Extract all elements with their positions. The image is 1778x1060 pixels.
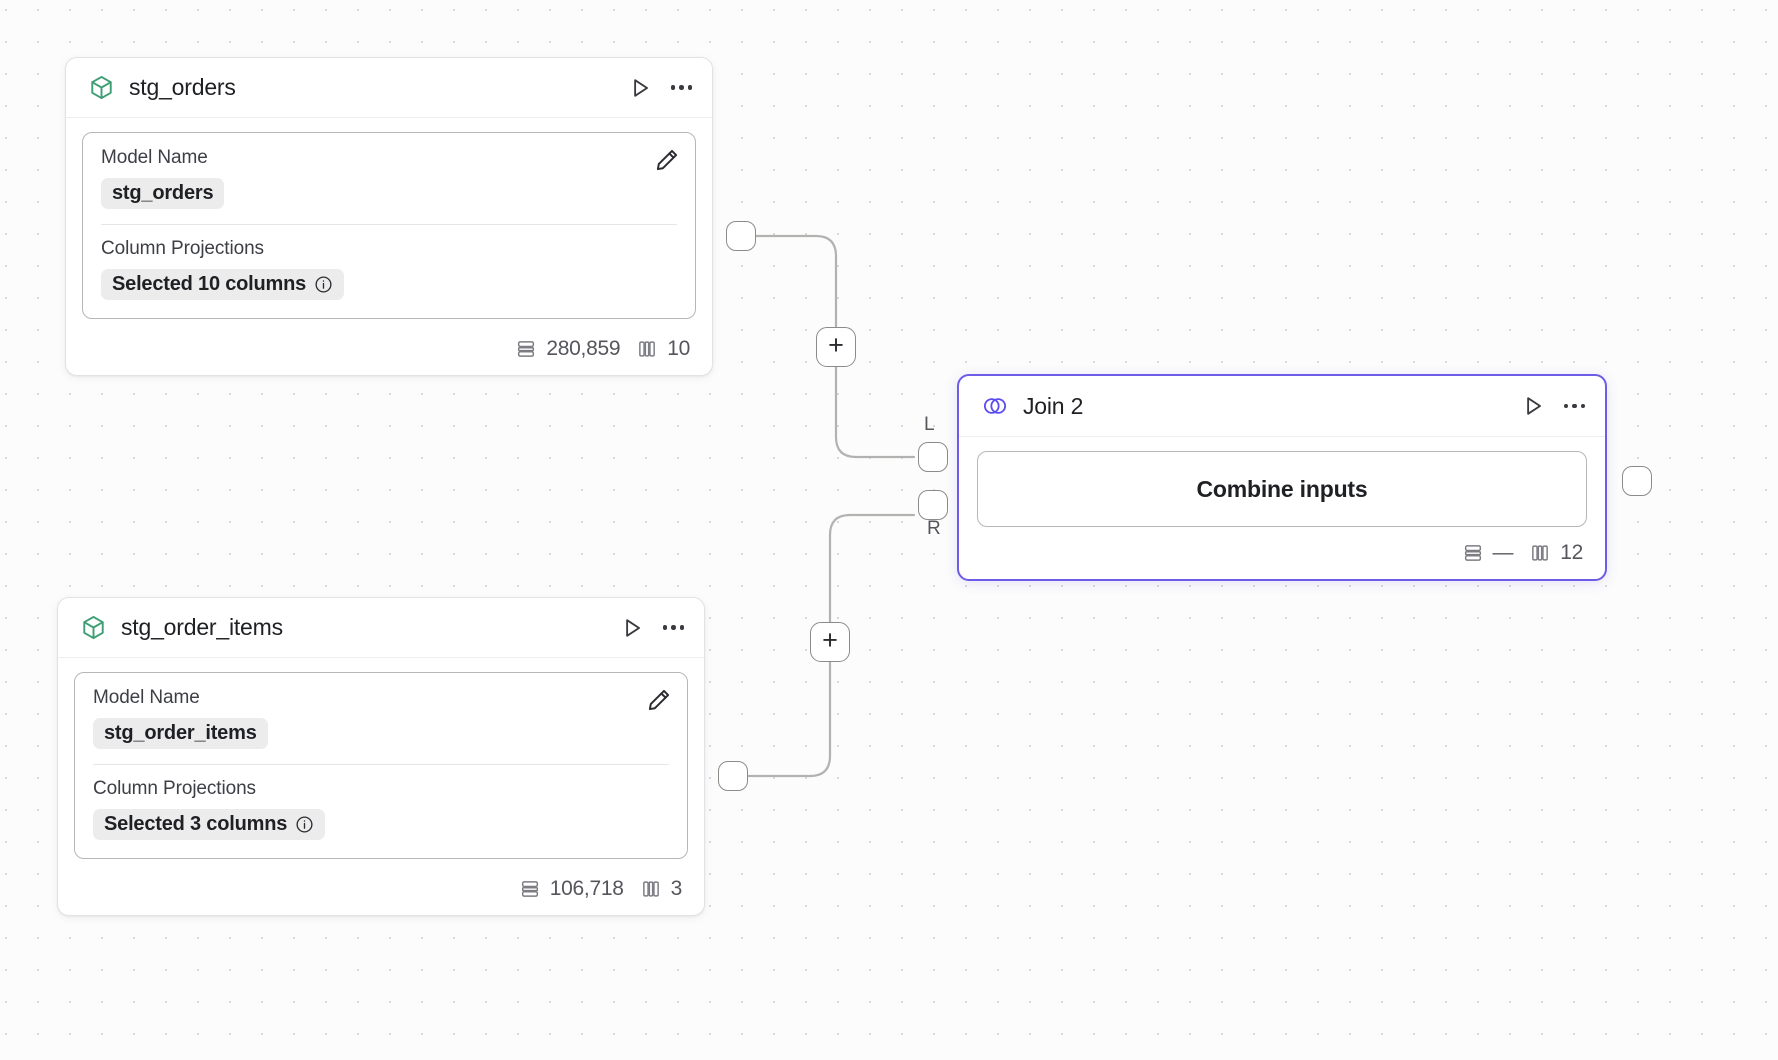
input-port-left-label: L — [924, 414, 935, 435]
columns-icon — [636, 338, 658, 360]
column-projections-value: Selected 3 columns — [104, 813, 288, 835]
more-icon[interactable] — [669, 83, 695, 92]
edge-add-button-left[interactable]: + — [816, 327, 856, 367]
info-icon[interactable] — [295, 815, 314, 834]
node-header: Join 2 — [959, 376, 1605, 437]
field-label-column-projections: Column Projections — [93, 778, 256, 799]
edge-add-button-right[interactable]: + — [810, 622, 850, 662]
columns-icon — [1529, 542, 1551, 564]
output-port-stg-order-items[interactable] — [718, 761, 748, 791]
input-port-right-label: R — [927, 518, 941, 539]
columns-value: 10 — [667, 337, 690, 360]
node-title: stg_order_items — [121, 614, 283, 640]
columns-value: 12 — [1560, 541, 1583, 564]
row-count-stat: — — [1462, 541, 1514, 565]
edit-pencil-icon[interactable] — [644, 685, 674, 715]
run-icon[interactable] — [617, 613, 647, 643]
more-icon[interactable] — [1562, 402, 1588, 411]
rows-icon — [1462, 542, 1484, 564]
input-port-join-left[interactable] — [918, 442, 948, 472]
node-footer: 280,859 10 — [66, 329, 712, 375]
model-name-value: stg_order_items — [104, 722, 257, 744]
output-port-join-2[interactable] — [1622, 466, 1652, 496]
plus-icon: + — [822, 625, 838, 655]
column-count-stat: 12 — [1529, 541, 1583, 565]
column-count-stat: 3 — [640, 877, 682, 901]
node-title: Join 2 — [1023, 392, 1084, 419]
output-port-stg-orders[interactable] — [726, 221, 756, 251]
divider — [93, 764, 669, 765]
edit-pencil-icon[interactable] — [652, 145, 682, 175]
model-config-card: Model Name stg_order_items Column Projec… — [74, 672, 688, 859]
cube-icon — [78, 612, 109, 643]
node-body: Model Name stg_order_items Column Projec… — [58, 658, 704, 869]
node-footer: 106,718 3 — [58, 869, 704, 915]
node-footer: — 12 — [959, 533, 1605, 579]
node-body: Combine inputs — [959, 437, 1605, 533]
node-title: stg_orders — [129, 74, 236, 100]
field-label-model-name: Model Name — [93, 687, 200, 708]
node-header: stg_orders — [66, 58, 712, 118]
row-count-stat: 106,718 — [519, 877, 624, 901]
rows-value: 280,859 — [546, 337, 621, 360]
rows-icon — [515, 338, 537, 360]
model-config-card: Model Name stg_orders Column Projections… — [82, 132, 696, 319]
node-header: stg_order_items — [58, 598, 704, 658]
combine-inputs-button[interactable]: Combine inputs — [977, 451, 1587, 527]
rows-value: 106,718 — [549, 877, 624, 900]
more-icon[interactable] — [661, 623, 687, 632]
column-projections-chip[interactable]: Selected 3 columns — [93, 809, 326, 840]
run-icon[interactable] — [625, 73, 655, 103]
model-name-value: stg_orders — [112, 182, 214, 204]
column-projections-chip[interactable]: Selected 10 columns — [101, 269, 345, 300]
rows-value: — — [1492, 541, 1514, 564]
node-stg-order-items[interactable]: stg_order_items — [57, 597, 705, 916]
info-icon[interactable] — [314, 275, 333, 294]
divider — [101, 224, 677, 225]
combine-inputs-label: Combine inputs — [1196, 475, 1368, 502]
column-count-stat: 10 — [636, 337, 690, 361]
model-name-chip[interactable]: stg_orders — [101, 178, 225, 209]
row-count-stat: 280,859 — [515, 337, 621, 361]
input-port-join-right[interactable] — [918, 490, 948, 520]
field-label-column-projections: Column Projections — [101, 238, 264, 259]
rows-icon — [519, 878, 541, 900]
field-label-model-name: Model Name — [101, 147, 208, 168]
node-body: Model Name stg_orders Column Projections… — [66, 118, 712, 329]
cube-icon — [86, 72, 117, 103]
columns-icon — [640, 878, 662, 900]
plus-icon: + — [828, 330, 844, 360]
column-projections-value: Selected 10 columns — [112, 273, 307, 295]
node-stg-orders[interactable]: stg_orders — [65, 57, 713, 376]
model-name-chip[interactable]: stg_order_items — [93, 718, 268, 749]
venn-join-icon — [979, 390, 1011, 422]
columns-value: 3 — [670, 877, 683, 900]
node-join-2[interactable]: Join 2 Combine inputs — [957, 374, 1607, 581]
run-icon[interactable] — [1518, 391, 1548, 421]
